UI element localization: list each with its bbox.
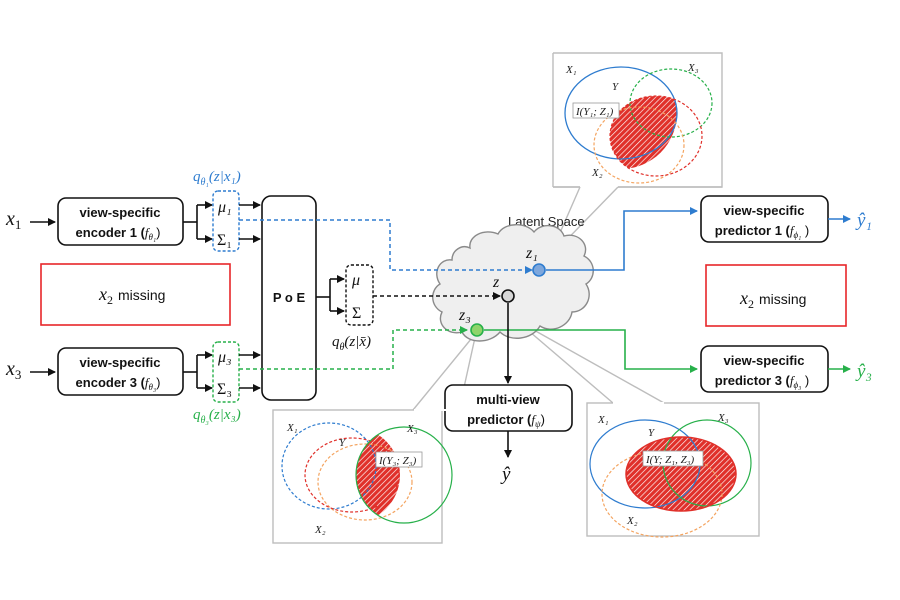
svg-text:P o E: P o E (273, 290, 306, 305)
svg-text:μ: μ (351, 272, 360, 289)
posterior-q3-label: qθ₃(z|x₃) (193, 407, 241, 426)
svg-text:I(Y₁; Z₁): I(Y₁; Z₁) (575, 106, 614, 118)
latent-label-z: z (492, 274, 500, 291)
venn-top-y-circle (609, 95, 703, 177)
svg-text:X₃: X₃ (717, 412, 729, 424)
encoder-3-box[interactable]: view-specific encoder 3 (fθ₃) (57, 347, 184, 396)
svg-text:X₂: X₂ (626, 515, 638, 527)
svg-text:view-specific: view-specific (724, 353, 805, 368)
svg-text:μ₃: μ₃ (217, 349, 232, 366)
svg-text:predictor 3 (fϕ₃ ): predictor 3 (fϕ₃ ) (715, 373, 810, 390)
svg-text:view-specific: view-specific (80, 355, 161, 370)
svg-text:multi-view: multi-view (476, 392, 540, 407)
venn-callout-top: X₁ X₃ Y X₂ I(Y₁; Z₁) (552, 52, 723, 188)
joint-posterior-label: qθ(z|x̄) (332, 334, 371, 353)
output-y-hat: ŷ (500, 464, 511, 485)
output-y3-hat: ŷ₃ (855, 361, 872, 382)
posterior-q1-box: μ₁ Σ₁ (212, 190, 240, 252)
encoder-1-box[interactable]: view-specific encoder 1 (fθ₁) (57, 197, 184, 246)
latent-node-z1[interactable] (532, 263, 546, 277)
svg-text:Σ₃: Σ₃ (217, 381, 232, 398)
venn-callout-bottom-left: X₁ X₃ Y X₂ I(Y₃; Z₃) (272, 409, 459, 544)
svg-text:x1: x1 (5, 208, 21, 232)
svg-text:encoder 3 (fθ₃): encoder 3 (fθ₃) (76, 375, 161, 392)
poe-branch (316, 275, 345, 315)
svg-text:I(Y; Z₁, Z₃): I(Y; Z₁, Z₃) (645, 454, 695, 466)
latent-node-z[interactable] (501, 289, 515, 303)
svg-text:X₃: X₃ (406, 423, 418, 435)
svg-text:view-specific: view-specific (80, 205, 161, 220)
latent-label-z3: z₃ (458, 307, 471, 324)
latent-space-title: Latent Space (508, 214, 585, 229)
venn-br-y-circle (625, 436, 737, 512)
encoder-3-branch (183, 351, 213, 392)
link-z1-to-predictor1 (546, 207, 698, 271)
predictor-1-box[interactable]: view-specific predictor 1 (fϕ₁ ) (700, 195, 829, 243)
posterior-q3-box: μ₃ Σ₃ (212, 341, 240, 403)
venn-bl-x2-circle (317, 443, 413, 521)
joint-posterior-box: μ Σ (345, 264, 374, 326)
svg-text:X₁: X₁ (565, 64, 577, 76)
svg-text:I(Y₃; Z₃): I(Y₃; Z₃) (378, 455, 417, 467)
predictor-3-box[interactable]: view-specific predictor 3 (fϕ₃ ) (700, 345, 829, 393)
posterior-q1-label: qθ₁(z|x₁) (193, 169, 241, 188)
multiview-predictor-box[interactable]: multi-view predictor (fψ) (444, 384, 573, 432)
latent-space-cloud (432, 224, 594, 342)
latent-label-z1: z₁ (525, 245, 538, 262)
svg-text:Y: Y (612, 81, 620, 93)
dashed-link-q3-to-z3 (239, 326, 468, 370)
input-x1: x1 (5, 208, 21, 232)
svg-text:view-specific: view-specific (724, 203, 805, 218)
svg-text:μ₁: μ₁ (217, 199, 232, 216)
latent-node-z3[interactable] (470, 323, 484, 337)
input-x3: x3 (5, 358, 21, 382)
venn-callout-bottom-right: X₁ X₃ Y X₂ I(Y; Z₁, Z₃) (586, 402, 760, 538)
link-z3-to-predictor3 (484, 329, 698, 373)
venn-top-x1-circle (564, 66, 678, 160)
venn-br-x2-circle (601, 450, 723, 538)
svg-text:Σ₁: Σ₁ (217, 232, 232, 249)
poe-box[interactable]: P o E (261, 195, 317, 401)
dashed-link-q1-to-z1 (239, 219, 533, 274)
encoder-1-branch (183, 201, 213, 243)
venn-bl-y-circle (304, 437, 400, 513)
svg-text:X₁: X₁ (286, 422, 298, 434)
svg-text:predictor 1 (fϕ₁ ): predictor 1 (fϕ₁ ) (715, 223, 810, 240)
svg-text:Y: Y (648, 427, 656, 439)
output-y1-hat: ŷ₁ (855, 210, 872, 231)
svg-text:encoder 1 (fθ₁): encoder 1 (fθ₁) (76, 225, 161, 242)
svg-text:X₂: X₂ (591, 167, 603, 179)
svg-text:predictor (fψ): predictor (fψ) (467, 412, 545, 429)
svg-text:Σ: Σ (352, 305, 361, 322)
svg-text:X₁: X₁ (597, 414, 609, 426)
svg-text:Y: Y (339, 437, 347, 449)
svg-text:X₂: X₂ (314, 524, 326, 536)
venn-top-x2-circle (593, 106, 685, 184)
svg-text:X₃: X₃ (687, 62, 699, 74)
venn-bl-x3-circle (355, 426, 453, 524)
venn-top-y-region (610, 96, 677, 169)
svg-text:x3: x3 (5, 358, 21, 382)
